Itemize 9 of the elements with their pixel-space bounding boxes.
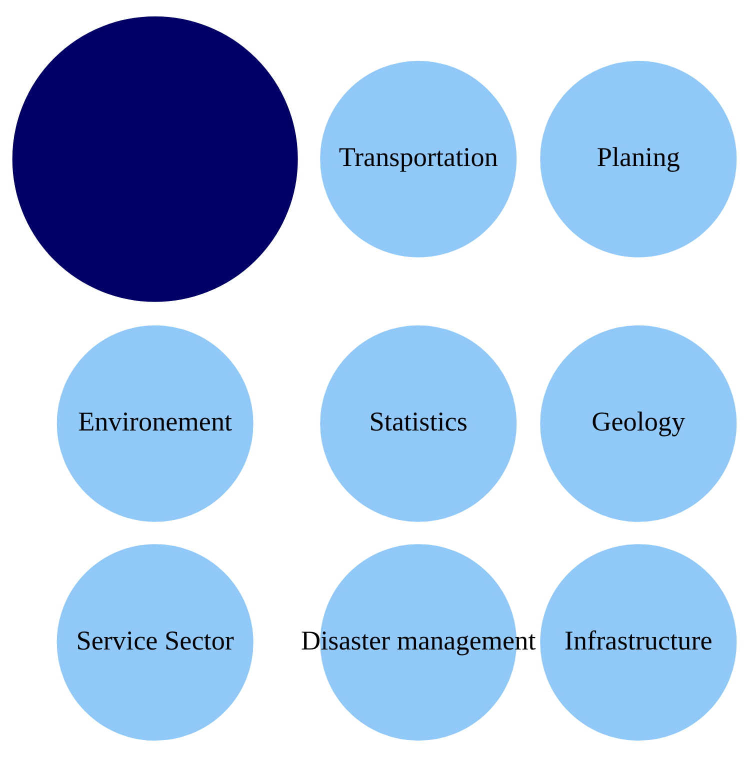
node-circle: Transportation — [320, 60, 517, 258]
node-circle — [12, 16, 298, 302]
node-circle: Geology — [540, 325, 737, 522]
node-circle: Infrastructure — [540, 544, 737, 741]
node-label: Disaster management — [300, 625, 536, 656]
node-circle: Environement — [56, 325, 254, 522]
node-circle: Statistics — [320, 325, 517, 522]
node-circle: Planing — [540, 60, 737, 258]
node-circle: Service Sector — [56, 544, 254, 741]
